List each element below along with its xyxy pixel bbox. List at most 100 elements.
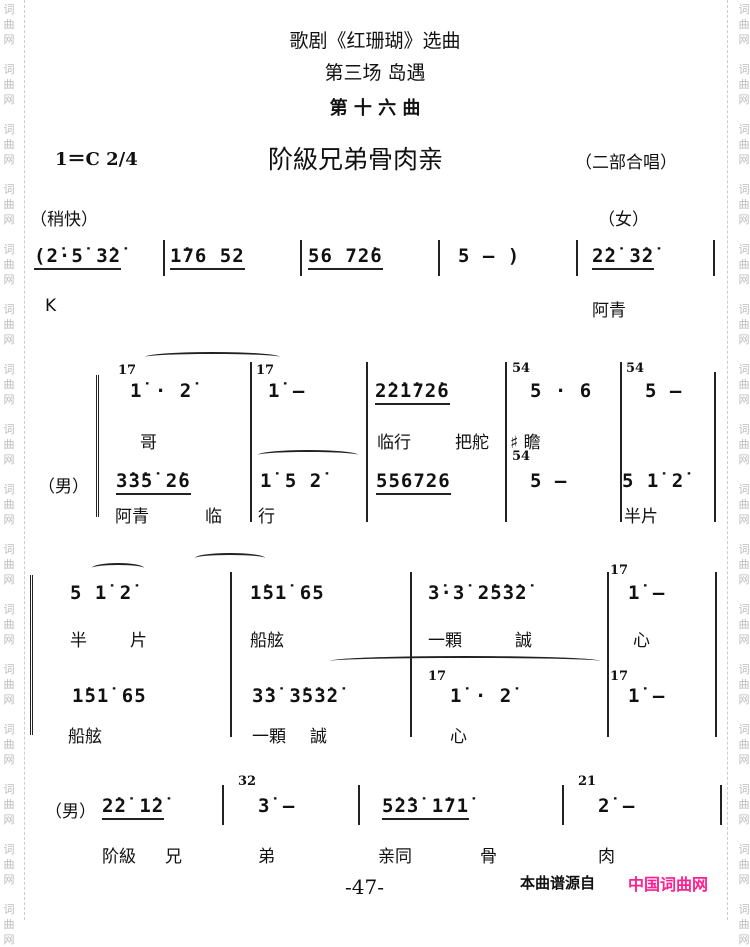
lyric: 心 bbox=[450, 727, 467, 747]
barline bbox=[438, 240, 440, 276]
barline bbox=[620, 362, 622, 522]
measure: 2̇ — bbox=[598, 795, 636, 817]
slur bbox=[145, 352, 280, 362]
watermark-text: 词曲网 bbox=[738, 183, 750, 226]
tempo-marking: （稍快） bbox=[30, 210, 98, 230]
watermark-text: 词曲网 bbox=[3, 903, 15, 946]
watermark-text: 词曲网 bbox=[738, 843, 750, 886]
grace-note: 17 bbox=[118, 363, 137, 378]
lyric: 行 bbox=[258, 507, 275, 527]
lyric: 把舵 bbox=[455, 433, 489, 453]
measure: 5 · 6 bbox=[530, 380, 593, 402]
barline bbox=[562, 785, 564, 825]
watermark-text: 词曲网 bbox=[738, 603, 750, 646]
watermark-text: 词曲网 bbox=[738, 303, 750, 346]
measure: 5 — ) bbox=[458, 245, 521, 267]
grace-note: 17 bbox=[610, 669, 629, 684]
measure: (2̇·5̇ 3̇2̇ bbox=[34, 245, 122, 270]
slur bbox=[195, 553, 265, 563]
grace-note: 17 bbox=[256, 363, 275, 378]
measure: 3̇ — bbox=[258, 795, 296, 817]
grace-note: 17 bbox=[428, 669, 447, 684]
lyric: 一顆 bbox=[428, 631, 462, 651]
key-time-signature: 1＝C 2/4 bbox=[55, 149, 138, 170]
barline bbox=[410, 572, 412, 737]
measure: 1̇51̇ 65 bbox=[250, 582, 325, 604]
source-site-link[interactable]: 中国词曲网 bbox=[628, 875, 709, 894]
lyric: 船舷 bbox=[250, 631, 284, 651]
measure: 2̇2̇ 3̇2̇ bbox=[592, 245, 655, 270]
measure: 1̇ · 2̇ bbox=[450, 685, 513, 707]
watermark-text: 词曲网 bbox=[3, 63, 15, 106]
lyric: 肉 bbox=[598, 847, 615, 867]
barline bbox=[163, 240, 165, 276]
grace-note: 54 bbox=[512, 361, 531, 376]
lyric: 弟 bbox=[258, 847, 275, 867]
watermark-text: 词曲网 bbox=[3, 183, 15, 226]
watermark-text: 词曲网 bbox=[738, 543, 750, 586]
slur bbox=[258, 450, 358, 460]
lyric: 半 bbox=[70, 631, 87, 651]
slur bbox=[92, 563, 144, 573]
barline bbox=[366, 362, 368, 522]
watermark-text: 词曲网 bbox=[3, 123, 15, 166]
watermark-text: 词曲网 bbox=[3, 243, 15, 286]
watermark-text: 词曲网 bbox=[3, 783, 15, 826]
measure: 5 — bbox=[645, 380, 683, 402]
watermark-text: 词曲网 bbox=[3, 363, 15, 406]
measure: 2̇2̇1̇72̇6 bbox=[375, 380, 450, 405]
barline bbox=[250, 362, 252, 522]
measure: 5 1̇ 2̇ bbox=[622, 470, 685, 492]
lyric: 誠 bbox=[515, 631, 532, 651]
scene-title: 第三场 岛遇 bbox=[324, 62, 426, 84]
watermark-text: 词曲网 bbox=[3, 543, 15, 586]
lyric: ♯ 瞻 bbox=[510, 433, 541, 453]
watermark-text: 词曲网 bbox=[738, 243, 750, 286]
watermark-text: 词曲网 bbox=[3, 723, 15, 766]
double-barline bbox=[576, 240, 578, 276]
barline bbox=[505, 362, 507, 522]
lyric: K bbox=[45, 296, 57, 316]
watermark-text: 词曲网 bbox=[738, 903, 750, 946]
grace-note: 54 bbox=[626, 361, 645, 376]
watermark-text: 词曲网 bbox=[3, 483, 15, 526]
lyric: 骨 bbox=[480, 847, 497, 867]
voice-label-male: （男） bbox=[45, 802, 96, 822]
lyric: 亲同 bbox=[378, 847, 412, 867]
measure: 1̇51̇ 65 bbox=[72, 685, 147, 707]
slur bbox=[330, 656, 600, 666]
piece-number: 第 十 六 曲 bbox=[329, 98, 421, 119]
lyric: 阶級 bbox=[102, 847, 136, 867]
barline bbox=[715, 572, 717, 737]
lyric: 临行 bbox=[377, 433, 411, 453]
lyric: 片 bbox=[130, 631, 147, 651]
measure: 1̇ — bbox=[628, 685, 666, 707]
barline bbox=[230, 572, 232, 737]
measure: 1̇76 52 bbox=[170, 245, 245, 270]
barline bbox=[358, 785, 360, 825]
page-number: -47- bbox=[345, 875, 384, 899]
song-form: （二部合唱） bbox=[575, 153, 677, 173]
barline bbox=[713, 240, 715, 276]
watermark-text: 词曲网 bbox=[3, 303, 15, 346]
lyric: 哥 bbox=[140, 433, 157, 453]
left-margin-line bbox=[24, 0, 25, 920]
lyric: 阿青 bbox=[592, 301, 626, 321]
watermark-text: 词曲网 bbox=[738, 783, 750, 826]
lyric: 一顆 bbox=[252, 727, 286, 747]
grace-note: 17 bbox=[610, 563, 629, 578]
watermark-text: 词曲网 bbox=[3, 843, 15, 886]
watermark-text: 词曲网 bbox=[738, 123, 750, 166]
measure: 5̇2̇3̇ 1̇71̇ bbox=[382, 795, 470, 820]
watermark-text: 词曲网 bbox=[738, 63, 750, 106]
measure: 1̇ — bbox=[268, 380, 306, 402]
opera-title: 歌剧《红珊瑚》选曲 bbox=[289, 30, 461, 52]
measure: 3̇3̇ 3̇5̇3̇2̇ bbox=[252, 685, 340, 707]
watermark-text: 词曲网 bbox=[738, 483, 750, 526]
grace-note: 54 bbox=[512, 449, 531, 464]
watermark-text: 词曲网 bbox=[738, 723, 750, 766]
watermark-text: 词曲网 bbox=[3, 3, 15, 46]
system-brace bbox=[30, 575, 33, 735]
lyric: 兄 bbox=[165, 847, 182, 867]
measure: 3̇·3̇ 2̇5̇3̇2̇ bbox=[428, 582, 528, 604]
